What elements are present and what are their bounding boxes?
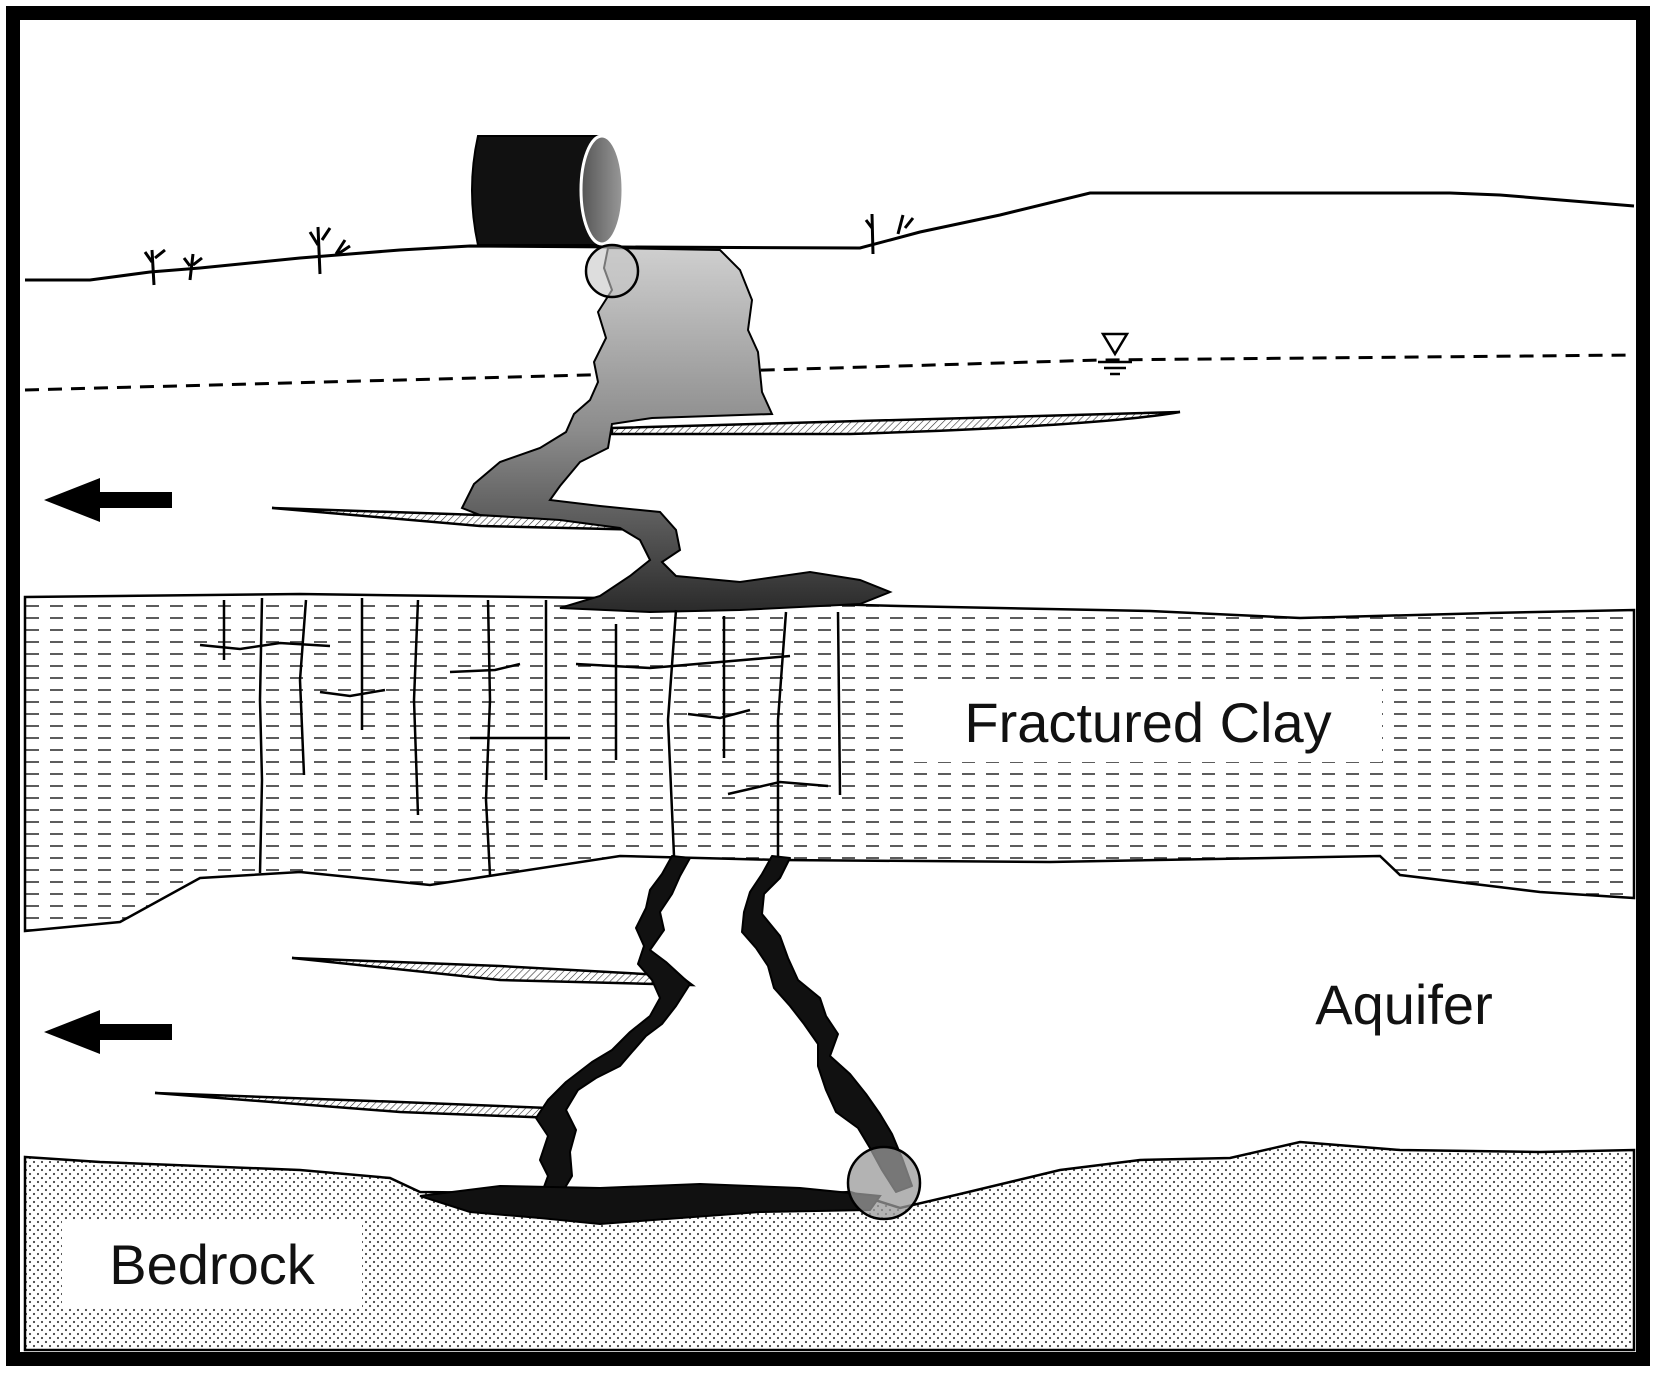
clay-fractures bbox=[199, 597, 842, 876]
water-table-symbol-icon bbox=[1098, 332, 1132, 376]
ground-surface-line bbox=[25, 191, 1635, 282]
aquifer-label: Aquifer bbox=[1315, 973, 1492, 1036]
diagram-frame bbox=[6, 6, 1650, 1366]
bedrock-layer bbox=[23, 1140, 1636, 1352]
dnapl-finger-left bbox=[535, 855, 691, 1199]
sand-lens bbox=[154, 1091, 559, 1120]
circle-highlight-icon bbox=[584, 243, 640, 299]
grass-tuft-icon bbox=[143, 213, 915, 286]
contaminant-plume bbox=[460, 246, 893, 614]
left-arrow-icon bbox=[44, 1010, 172, 1054]
circle-highlight-icon bbox=[846, 1145, 922, 1221]
drum-icon bbox=[471, 134, 625, 246]
bedrock-label: Bedrock bbox=[109, 1233, 315, 1296]
sand-lens bbox=[610, 410, 1181, 436]
water-table-line bbox=[24, 353, 1635, 392]
dnapl-finger-right bbox=[741, 855, 913, 1193]
sand-lens bbox=[291, 956, 696, 987]
bedrock-label-bg bbox=[62, 1220, 362, 1308]
fractured-clay-label: Fractured Clay bbox=[964, 691, 1331, 754]
fractured-clay-layer bbox=[23, 592, 1636, 933]
left-arrow-icon bbox=[44, 478, 172, 522]
fractured-clay-label-bg bbox=[912, 684, 1382, 762]
